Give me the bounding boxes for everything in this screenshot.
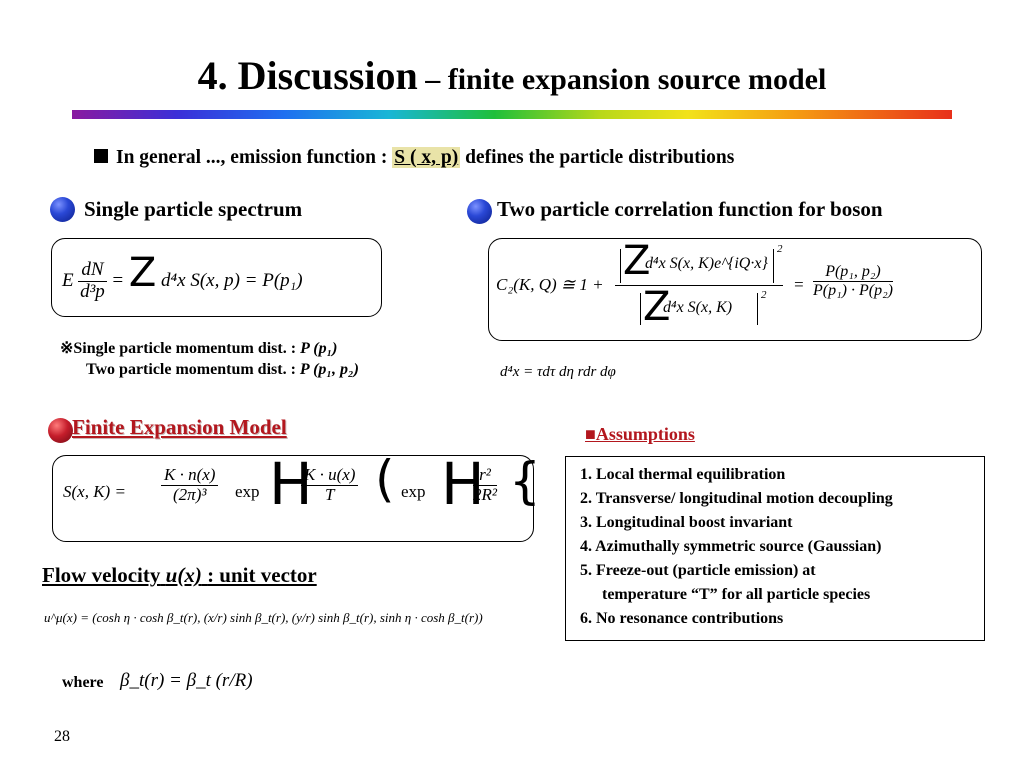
abs-bar-right [773, 249, 774, 283]
flow-label: Flow velocity [42, 563, 161, 587]
assumption-item: 6. No resonance contributions [580, 610, 784, 627]
assumption-item: 5. Freeze-out (particle emission) at [580, 562, 816, 579]
assumption-item: 1. Local thermal equilibration [580, 466, 786, 483]
bracket-glyph: ( [375, 450, 395, 508]
assumptions-list: 1. Local thermal equilibration 2. Transv… [566, 457, 984, 631]
note-2-value: P (p₁, p₂) [299, 361, 359, 378]
flow-velocity-equation: u^μ(x) = (cosh η · cosh β_t(r), (x/r) si… [44, 610, 483, 625]
single-spectrum-equation-box: E dN d³p = Z d⁴x S(x, p) = P(p₁) [51, 238, 382, 317]
finite-expansion-heading: Finite Expansion Model [72, 415, 287, 439]
fem-lhs: S(x, K) = [63, 482, 126, 501]
integration-measure: d⁴x = τdτ dη rdr dφ [500, 364, 616, 380]
abs-bar-left [640, 293, 641, 325]
correlation-fraction-denominator: Z d⁴x S(x, K) 2 [635, 284, 775, 330]
abs-bar-right [757, 293, 758, 325]
assumption-item: 3. Longitudinal boost invariant [580, 514, 793, 531]
exp1-numerator: K · u(x) [301, 465, 359, 486]
single-spectrum-heading: Single particle spectrum [84, 197, 303, 221]
title-main: 4. Discussion [197, 53, 418, 98]
correlation-lhs: C₂(K, Q) ≅ 1 + [496, 275, 604, 294]
integral-glyph: Z [623, 238, 651, 284]
assumptions-box: 1. Local thermal equilibration 2. Transv… [565, 456, 985, 641]
blue-sphere-bullet-icon [467, 199, 492, 224]
beta-profile-equation: β_t(r) = β_t (r/R) [120, 670, 253, 691]
single-spectrum-equation: E dN d³p = Z d⁴x S(x, p) = P(p₁) [62, 253, 303, 303]
exp1-denominator: T [325, 484, 335, 504]
exp2-fraction: r² 2R² [473, 465, 497, 504]
correlation-equation-box: C₂(K, Q) ≅ 1 + Z d⁴x S(x, K)e^{iQ·x} 2 Z… [488, 238, 982, 341]
bracket-glyph: H [441, 450, 485, 518]
prefactor-numerator: K · n(x) [161, 465, 219, 486]
correlation-denominator-expr: d⁴x S(x, K) [663, 299, 733, 316]
ratio-fraction: P(p₁, p₂) P(p₁) · P(p₂) [813, 263, 893, 299]
correlation-numerator-expr: d⁴x S(x, K)e^{iQ·x} [645, 255, 768, 272]
two-particle-heading: Two particle correlation function for bo… [497, 197, 883, 221]
fem-exp-1: exp [235, 482, 260, 501]
correlation-ratio: P(p₁, p₂) P(p₁) · P(p₂) [813, 263, 893, 299]
flow-suffix: : unit vector [207, 563, 317, 587]
correlation-equals: = [793, 275, 805, 294]
eq-equals: = [111, 270, 125, 291]
integral-glyph: Z [128, 250, 157, 296]
where-label: where [62, 674, 104, 691]
eq-fraction: dN d³p [78, 259, 107, 303]
assumption-item: temperature “T” for all particle species [586, 586, 871, 603]
note-1-value: P (p₁) [300, 340, 338, 357]
slide-title: 4. Discussion – finite expansion source … [0, 52, 1024, 99]
bracket-glyph: { [509, 452, 541, 510]
emission-suffix: defines the particle distributions [465, 147, 735, 168]
title-subtitle: – finite expansion source model [417, 63, 827, 96]
note-2-label: Two particle momentum dist. : [86, 361, 296, 378]
fem-exp-2-arg: r² 2R² [473, 465, 497, 504]
rainbow-divider [72, 110, 952, 119]
emission-function-symbol: S ( x, p) [392, 147, 461, 168]
assumptions-heading: ■Assumptions [585, 424, 695, 444]
eq-integrand: d⁴x S(x, p) = P(p₁) [161, 270, 303, 291]
momentum-note-line-1: ※Single particle momentum dist. : P (p₁) [60, 338, 337, 358]
ratio-numerator: P(p₁, p₂) [813, 263, 893, 282]
flow-velocity-heading: Flow velocity u(x) : unit vector [42, 563, 317, 588]
assumption-item: 4. Azimuthally symmetric source (Gaussia… [580, 538, 882, 555]
square-bullet-icon [94, 149, 108, 163]
emission-prefix: In general ..., emission function : [116, 147, 388, 168]
exp1-fraction: K · u(x) T [301, 465, 359, 504]
eq-denominator: d³p [80, 281, 105, 303]
red-sphere-bullet-icon [48, 418, 73, 443]
abs-bar-left [620, 249, 621, 283]
square-exponent: 2 [761, 289, 767, 301]
ratio-denominator: P(p₁) · P(p₂) [813, 281, 893, 299]
exp2-numerator: r² [473, 465, 497, 486]
correlation-fraction-numerator: Z d⁴x S(x, K)e^{iQ·x} 2 [615, 241, 783, 286]
note-1-label: Single particle momentum dist. : [73, 340, 297, 357]
momentum-note-line-2: Two particle momentum dist. : P (p₁, p₂) [86, 361, 359, 379]
prefactor-fraction: K · n(x) (2π)³ [161, 465, 219, 504]
assumption-item: 2. Transverse/ longitudinal motion decou… [580, 490, 893, 507]
eq-energy: E [62, 270, 74, 291]
reference-mark: ※ [60, 340, 74, 357]
emission-function-line: In general ..., emission function : S ( … [94, 147, 734, 169]
fem-prefactor: K · n(x) (2π)³ [161, 465, 219, 504]
exp2-denominator: 2R² [473, 484, 497, 504]
square-exponent: 2 [777, 243, 783, 255]
blue-sphere-bullet-icon [50, 197, 75, 222]
page-number: 28 [54, 728, 70, 745]
integral-glyph: Z [643, 284, 671, 330]
fem-exp-2: exp [401, 482, 426, 501]
bracket-glyph: H [269, 450, 313, 518]
fem-exp-1-arg: K · u(x) T [301, 465, 359, 504]
flow-variable: u(x) [165, 563, 202, 587]
prefactor-denominator: (2π)³ [173, 484, 207, 504]
eq-numerator: dN [78, 259, 107, 283]
fem-equation-box: S(x, K) = K · n(x) (2π)³ exp H K · u(x) … [52, 450, 541, 542]
